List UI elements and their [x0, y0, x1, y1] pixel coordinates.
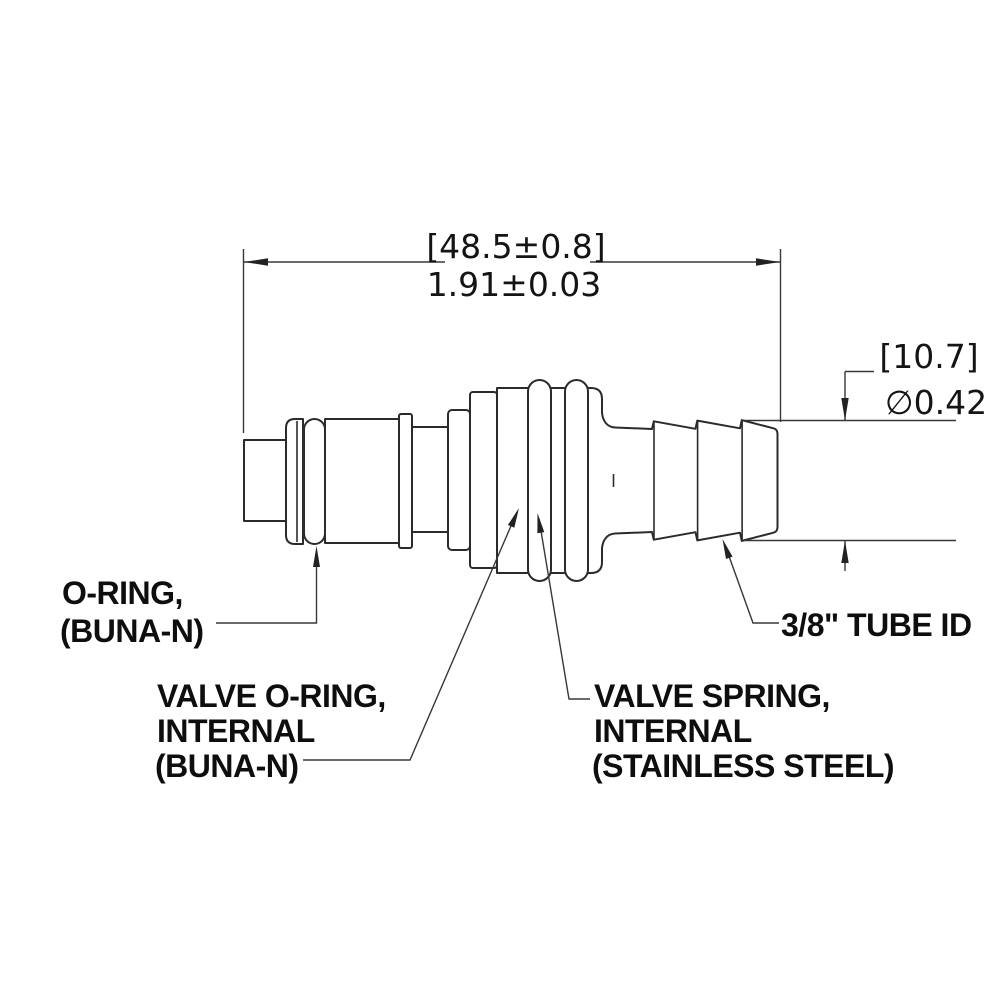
grip-rib-1 — [527, 379, 552, 582]
valve-spring-label-line2: INTERNAL — [594, 713, 752, 749]
overall-length-dimension: [48.5±0.8] 1.91±0.03 — [242, 227, 782, 433]
dia-arrow-bottom — [841, 540, 849, 563]
valve-o-ring-label-line2: INTERNAL — [157, 713, 315, 749]
dia-arrow-top — [841, 398, 849, 421]
tube-id-callout: 3/8" TUBE ID — [781, 607, 972, 643]
front-flange — [285, 418, 304, 545]
valve-spring-leader — [538, 518, 590, 700]
valve-o-ring-label-line3: (BUNA-N) — [155, 748, 299, 784]
valve-o-ring-leader — [303, 511, 518, 761]
valve-stem-tip — [243, 439, 288, 522]
valve-o-ring-label-line1: VALVE O-RING, — [157, 678, 386, 714]
callout-leaders — [216, 508, 779, 761]
valve-spring-leader-arrow — [537, 513, 545, 534]
grip-rib-2 — [564, 379, 589, 582]
part-silhouette — [243, 379, 779, 582]
o-ring-label-line1: O-RING, — [62, 575, 183, 611]
thin-flange — [398, 413, 413, 549]
o-ring-leader-arrow — [313, 546, 320, 567]
tube-id-leader-arrow — [722, 539, 733, 559]
valve-o-ring-callout: VALVE O-RING, INTERNAL (BUNA-N) — [155, 678, 386, 784]
valve-spring-callout: VALVE SPRING, INTERNAL (STAINLESS STEEL) — [592, 678, 895, 784]
valve-spring-label-line1: VALVE SPRING, — [594, 678, 830, 714]
o-ring-capsule — [303, 418, 326, 545]
dim-arrow-left — [244, 258, 268, 266]
o-ring-label-line2: (BUNA-N) — [60, 613, 204, 649]
o-ring-callout: O-RING, (BUNA-N) — [60, 575, 204, 649]
valve-spring-label-line3: (STAINLESS STEEL) — [592, 748, 894, 784]
barb-diameter-imperial: ∅0.42 — [885, 383, 987, 422]
barb-diameter-metric: [10.7] — [879, 337, 978, 376]
barb-diameter-dimension: [10.7] ∅0.42 — [742, 337, 987, 571]
callout-labels: O-RING, (BUNA-N) VALVE O-RING, INTERNAL … — [60, 575, 972, 784]
tube-id-leader — [724, 544, 779, 624]
overall-length-metric: [48.5±0.8] — [426, 227, 605, 266]
neck — [411, 426, 449, 533]
forward-body — [324, 418, 400, 544]
mid-flange — [447, 409, 471, 551]
barb-edge-lines — [612, 420, 743, 541]
o-ring-leader — [216, 551, 318, 624]
tube-id-label: 3/8" TUBE ID — [781, 607, 972, 643]
valve-o-ring-leader-arrow — [507, 508, 519, 528]
overall-length-imperial: 1.91±0.03 — [427, 265, 602, 304]
large-flange — [469, 391, 498, 569]
dim-arrow-right — [756, 258, 780, 266]
